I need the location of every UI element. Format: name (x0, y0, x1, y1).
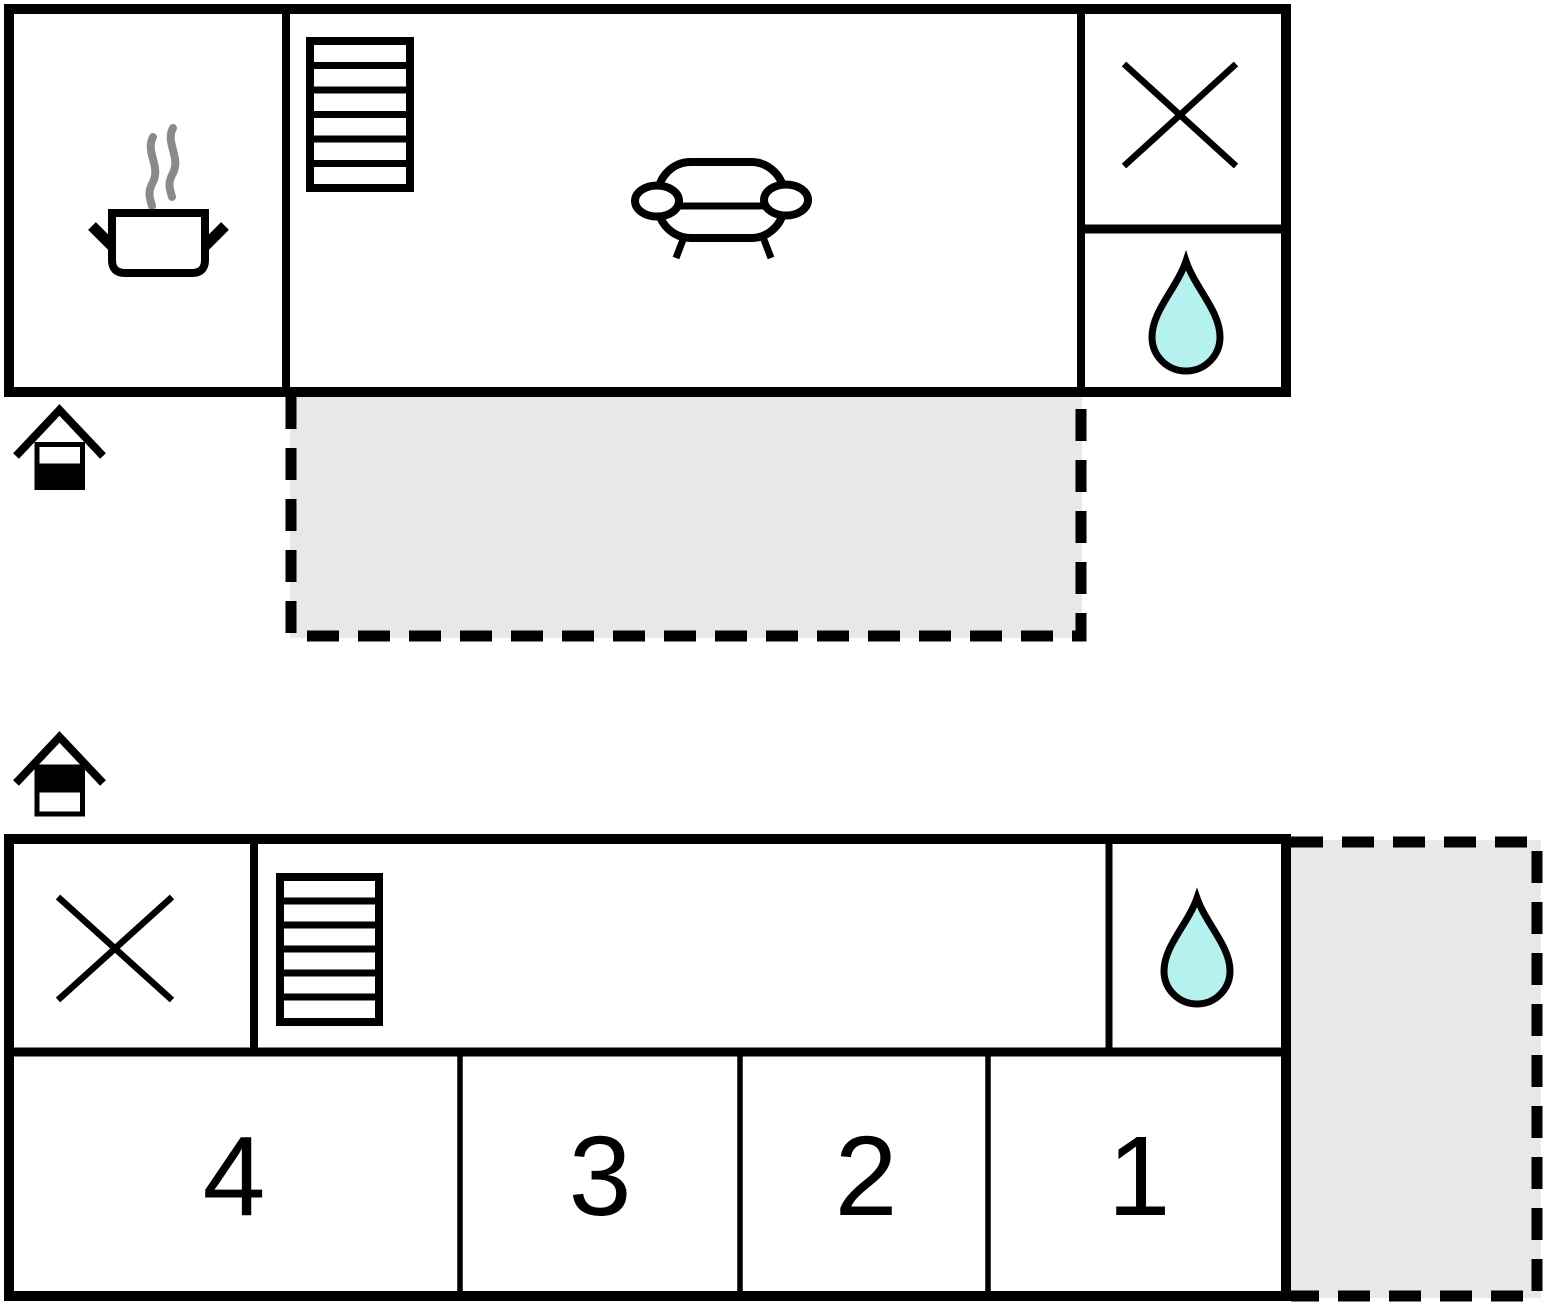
terrace-top-floor (285, 397, 1087, 642)
water-drop-icon (1160, 887, 1234, 1008)
bedroom-4-label: 4 (203, 1113, 266, 1239)
house-upper-half-filled (34, 764, 85, 793)
bedroom-1-label: 1 (1108, 1113, 1171, 1239)
sofa-leg-right (759, 235, 775, 260)
house-lower-half (34, 787, 85, 817)
house-roof (13, 731, 106, 786)
house-roof (13, 404, 106, 459)
house-lower-half-filled (34, 463, 85, 490)
steam-line-left (145, 133, 160, 210)
sofa-armrest-right (760, 180, 812, 220)
terrace-dashed-border (285, 397, 1087, 642)
cross-line (1121, 61, 1239, 169)
sofa-icon (631, 158, 812, 260)
stairs-icon (276, 873, 383, 1026)
cross-icon (1121, 61, 1239, 169)
house-upper-half (34, 442, 85, 469)
steam-line-right (165, 124, 180, 201)
house-upper-floor-icon (13, 731, 106, 817)
cooking-pot-icon (88, 124, 229, 277)
cross-line (55, 894, 175, 1003)
exterior-wall-bottom-floor (4, 834, 1291, 1301)
pot-body (108, 209, 209, 277)
bedroom-3-label: 3 (569, 1113, 632, 1239)
bedroom-2-label: 2 (835, 1113, 898, 1239)
sofa-armrest-left (631, 181, 683, 221)
terrace-dashed-border (1291, 836, 1543, 1302)
cross-icon (55, 894, 175, 1003)
terrace-area (290, 397, 1082, 638)
floor-plan-bottom: 4 3 2 1 (4, 731, 1543, 1302)
water-drop-icon (1148, 249, 1224, 375)
terrace-area (1291, 840, 1541, 1298)
floor-plan-top (4, 4, 1291, 642)
house-ground-floor-icon (13, 404, 106, 490)
terrace-bottom-floor (1291, 836, 1543, 1302)
stairs-icon (306, 37, 414, 192)
